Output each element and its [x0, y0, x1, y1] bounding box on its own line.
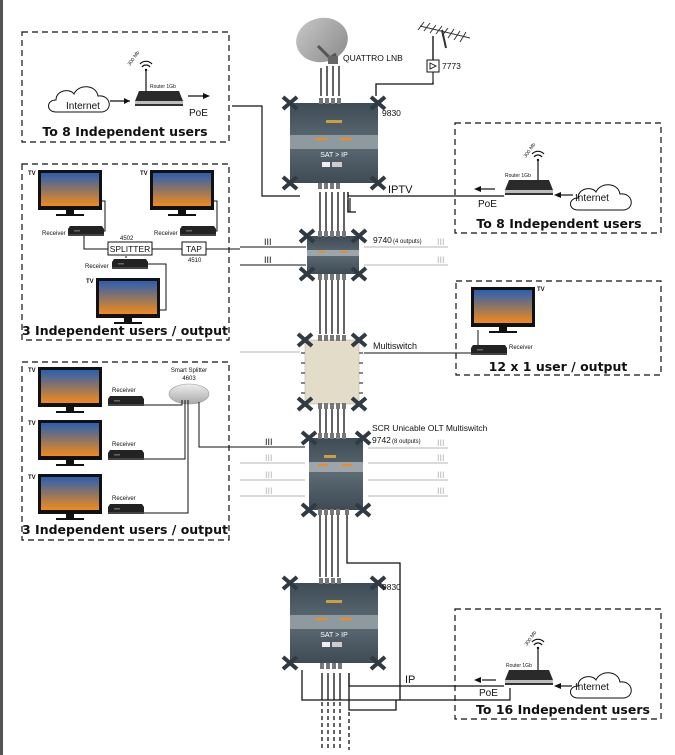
group-title: 12 x 1 user / output [489, 359, 628, 374]
sat-ip-model-top: 9830 [382, 108, 401, 118]
scr-multiswitch-note: (8 outputs) [392, 439, 421, 445]
tap-label: TAP [186, 244, 202, 254]
sat-ip-front-text-bottom: SAT > IP [320, 632, 348, 639]
multiswitch-label: Multiswitch [373, 341, 417, 351]
receiver-label: Receiver [154, 231, 178, 237]
internet-label: Internet [575, 682, 609, 693]
sat-ip-server-top [281, 95, 387, 191]
receiver-label: Receiver [112, 388, 136, 394]
sat-ip-front-text-top: SAT > IP [320, 152, 348, 159]
smart-splitter-model: 4603 [182, 376, 196, 382]
multiswitch-9740 [298, 228, 368, 282]
triple-cable-mark: III [437, 255, 445, 265]
triple-cable-mark: III [264, 237, 272, 247]
triple-cable-mark: III [437, 438, 445, 448]
trunk-dashed-ends [321, 702, 350, 750]
receiver-label: Receiver [85, 264, 109, 270]
page-edge-bar [0, 0, 3, 755]
triple-cable-mark: III [437, 470, 445, 480]
group-title: To 8 Independent users [42, 124, 207, 139]
router-label: Router 1Gb [506, 663, 532, 669]
multiswitch-9740-note: (4 outputs) [393, 239, 422, 245]
wifi-speed-label: 300 Mb [524, 630, 539, 647]
smart-splitter-label: Smart Splitter [171, 368, 207, 374]
receiver-label: Receiver [509, 345, 533, 351]
group-title: To 8 Independent users [476, 216, 641, 231]
amplifier-box [426, 59, 440, 73]
quattro-lnb-label: QUATTRO LNB [343, 53, 403, 63]
group-top-right [454, 122, 662, 234]
receiver-label: Receiver [112, 496, 136, 502]
satellite-dish [296, 17, 348, 64]
tv-label: TV [28, 171, 36, 177]
sat-ip-server-bottom [281, 575, 387, 671]
poe-label: PoE [478, 199, 497, 210]
group-title: To 16 Independent users [476, 702, 650, 717]
router-label: Router 1Gb [505, 173, 531, 179]
sat-ip-model-bottom: 9830 [382, 582, 401, 592]
group-smart-splitter [21, 361, 230, 541]
scr-multiswitch-9742 [300, 430, 372, 518]
tv-label: TV [28, 421, 36, 427]
triple-cable-mark: III [265, 437, 273, 447]
iptv-label: IPTV [388, 184, 413, 196]
tv-label: TV [86, 279, 94, 285]
triple-cable-mark: III [437, 486, 445, 496]
ip-label: IP [405, 674, 415, 686]
receiver-label: Receiver [42, 231, 66, 237]
group-title: 3 Independent users / output [22, 323, 228, 338]
tv-label: TV [28, 368, 36, 374]
scr-multiswitch-model: 9742 [372, 435, 391, 445]
group-title: 3 Independent users / output [22, 522, 228, 537]
group-top-left [21, 31, 230, 143]
tap-model: 4510 [188, 258, 202, 264]
antenna-amp-model: 7773 [442, 61, 461, 71]
splitter-model: 4502 [120, 236, 134, 242]
triple-cable-mark: III [437, 237, 445, 247]
tv-label: TV [28, 475, 36, 481]
wifi-speed-label: 300 Mb [127, 50, 142, 67]
triple-cable-mark: III [265, 470, 273, 480]
router-label: Router 1Gb [150, 84, 176, 90]
triple-cable-mark: III [437, 453, 445, 463]
poe-label: PoE [479, 688, 498, 699]
tv-label: TV [537, 287, 545, 293]
group-bottom-right [454, 608, 662, 720]
receiver-label: Receiver [112, 442, 136, 448]
internet-label: Internet [66, 101, 100, 112]
multiswitch-beige [296, 332, 368, 412]
iptv-cable [347, 192, 504, 197]
triple-cable-mark: III [264, 255, 272, 265]
terrestrial-antenna-icon [417, 21, 471, 49]
multiswitch-9740-model: 9740 [373, 235, 392, 245]
splitter-label: SPLITTER [110, 244, 151, 254]
triple-cable-mark: III [265, 486, 273, 496]
tv-label: TV [140, 171, 148, 177]
group-splitter [21, 163, 240, 341]
group-single-user [455, 280, 662, 376]
scr-multiswitch-title: SCR Unicable OLT Multiswitch [372, 423, 488, 433]
triple-cable-mark: III [265, 453, 273, 463]
poe-label: PoE [189, 108, 208, 119]
internet-label: Internet [575, 193, 609, 204]
poe-cable-top-left [232, 105, 300, 197]
